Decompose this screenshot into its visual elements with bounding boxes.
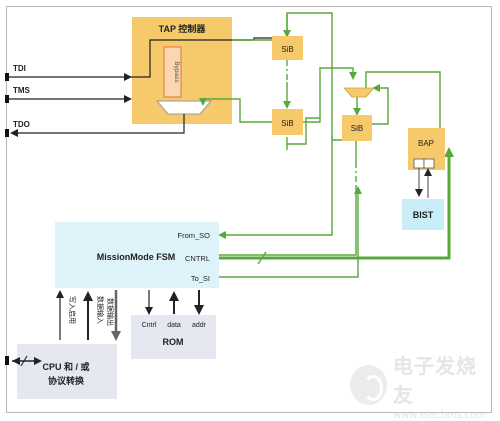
fsm-title: MissionMode FSM <box>97 252 176 262</box>
sib-mux <box>343 87 375 98</box>
cpu-signal-data-in: 数据输入 <box>96 296 105 324</box>
missionmode-fsm: MissionMode FSM From_SO CNTRL To_SI <box>55 222 219 288</box>
bist-label: BIST <box>413 210 434 220</box>
svg-text:SiB: SiB <box>351 124 363 133</box>
watermark-url: www.elecfans.com <box>392 409 487 421</box>
tdo-line <box>10 114 185 137</box>
tap-title: TAP 控制器 <box>159 23 207 34</box>
cntrl-bus <box>219 147 454 260</box>
watermark-title: 电子发烧友 <box>392 353 477 407</box>
sib-1: SiB <box>272 36 303 60</box>
cpu-title-line2: 协议转换 <box>48 375 85 386</box>
bist-block: BIST <box>402 199 444 230</box>
tdo-mux <box>155 100 213 115</box>
bap-label: BAP <box>418 139 434 148</box>
rom-data-label: data <box>167 322 181 329</box>
sib-3: SiB <box>342 115 372 141</box>
rom-addr-label: addr <box>192 322 207 329</box>
tms-label: TMS <box>13 86 31 95</box>
cpu-pin <box>5 356 9 365</box>
cpu-block: CPU 和 / 或 协议转换 <box>17 344 117 399</box>
bus-slash <box>257 251 267 265</box>
jtag-ports: TDI TMS TDO <box>5 64 185 137</box>
watermark-logo-icon <box>350 365 387 405</box>
rom-block: ROM <box>131 315 216 359</box>
tdi-pin <box>5 73 9 81</box>
tms-pin <box>5 95 9 103</box>
tdo-label: TDO <box>13 120 30 129</box>
bypass-label: Bypass <box>173 61 180 83</box>
cpu-signal-data-out: 数据输出 <box>106 298 115 326</box>
tap-controller: TAP 控制器 Bypass <box>132 17 232 124</box>
rom-cntrl-label: Cntrl <box>142 322 157 329</box>
fsm-cntrl: CNTRL <box>185 254 210 263</box>
cpu-title-line1: CPU 和 / 或 <box>42 361 89 372</box>
watermark: 电子发烧友 www.elecfans.com <box>350 354 490 421</box>
bap-block: BAP <box>408 128 445 170</box>
rom-title: ROM <box>163 337 184 347</box>
fsm-from-so: From_SO <box>177 231 210 240</box>
bypass-register <box>163 46 182 98</box>
tdo-pin <box>5 129 9 137</box>
sib-2: SiB <box>272 109 303 135</box>
cpu-signal-write-enable: 写入启用 <box>68 296 77 324</box>
svg-text:SiB: SiB <box>281 119 293 128</box>
tdi-label: TDI <box>13 64 26 73</box>
fsm-to-si: To_SI <box>191 274 210 283</box>
svg-text:SiB: SiB <box>281 45 293 54</box>
to-si-line <box>219 186 362 278</box>
